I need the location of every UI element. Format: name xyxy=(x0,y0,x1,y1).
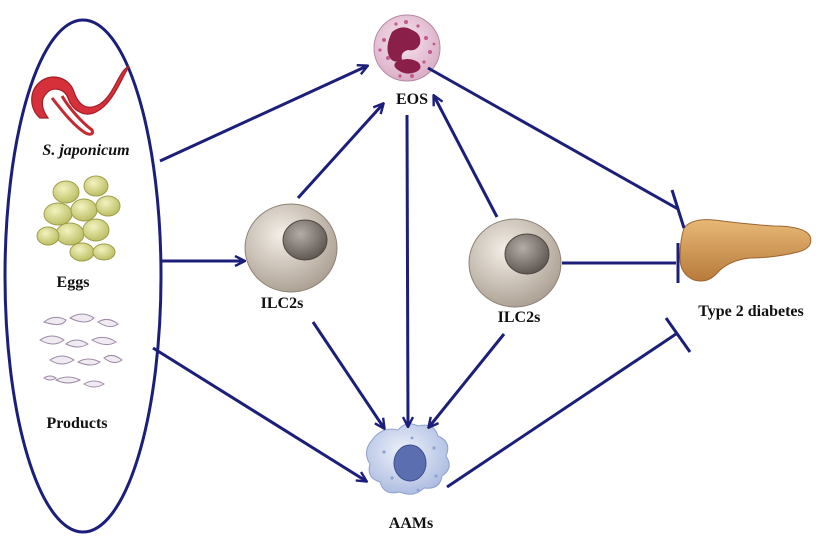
source-ellipse xyxy=(3,18,163,534)
ilc2-cell-icon-left xyxy=(244,203,338,293)
arrow-eos-to-aams xyxy=(407,114,408,426)
label-ilc2s-right: ILC2s xyxy=(498,309,541,326)
parasite-products-icon xyxy=(39,313,123,388)
arrow-source-to-eos xyxy=(159,66,367,163)
parasite-eggs-icon xyxy=(36,175,121,262)
inhibit-ilc2s-to-diabetes xyxy=(562,243,680,283)
arrow-ilc2s-left-to-aams xyxy=(311,321,384,428)
arrow-ilc2s-right-to-aams xyxy=(429,333,506,427)
label-eos: EOS xyxy=(396,91,428,108)
eosinophil-cell-icon xyxy=(373,14,441,82)
ilc2-cell-icon-right xyxy=(468,218,562,308)
arrow-ilc2s-left-to-eos xyxy=(296,104,383,200)
inhibit-aams-to-diabetes xyxy=(446,317,692,489)
label-s-japonicum: S. japonicum xyxy=(42,142,129,159)
arrow-ilc2s-right-to-eos xyxy=(434,96,499,218)
macrophage-cell-icon xyxy=(366,423,450,495)
label-eggs: Eggs xyxy=(57,274,90,291)
label-aams: AAMs xyxy=(389,515,433,532)
schistosoma-worm-icon xyxy=(31,65,130,136)
label-products: Products xyxy=(46,415,107,432)
arrow-source-to-aams xyxy=(152,346,366,481)
label-ilc2s-left: ILC2s xyxy=(261,295,304,312)
label-type2-diabetes: Type 2 diabetes xyxy=(698,303,803,320)
pancreas-icon xyxy=(679,219,812,282)
inhibit-eos-to-diabetes xyxy=(427,66,686,229)
